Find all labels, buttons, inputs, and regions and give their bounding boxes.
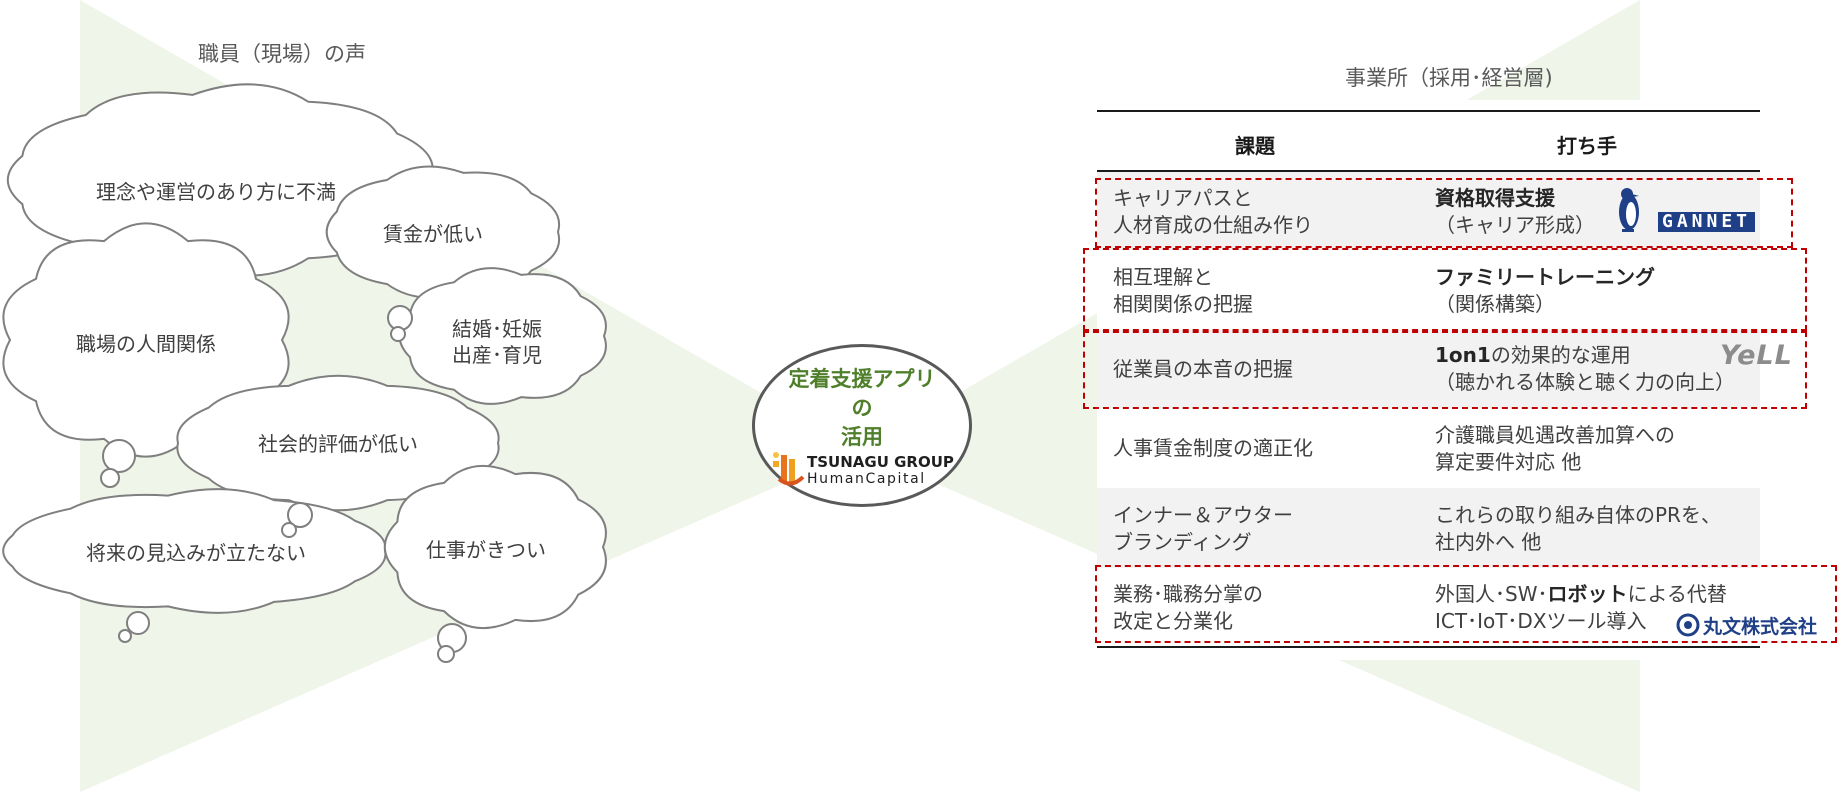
row-measure: 外国人･SW･ロボットによる代替 ICT･IoT･DXツール導入	[1435, 581, 1727, 635]
table-row: 人事賃金制度の適正化 介護職員処遇改善加算への 算定要件対応 他	[1097, 408, 1760, 488]
measure-bold: 資格取得支援	[1435, 186, 1555, 210]
app-hub-circle: 定着支援アプリ の 活用 TSUNAGU GROUP HumanCapital	[752, 344, 972, 507]
table-top-rule	[1097, 110, 1760, 112]
row-measure: ファミリートレーニング （関係構築）	[1435, 264, 1655, 318]
highlight-box-robot	[1095, 565, 1837, 643]
thought-bubble	[287, 502, 313, 528]
row-issue: 業務･職務分掌の 改定と分業化	[1113, 582, 1263, 633]
cloud-label-social-status: 社会的評価が低い	[258, 432, 418, 456]
measure-bold: 1on1	[1435, 343, 1491, 367]
thought-bubble	[437, 645, 455, 663]
row-issue: インナー＆アウター ブランディング	[1113, 503, 1293, 554]
row-issue: 従業員の本音の把握	[1113, 357, 1293, 381]
right-section-title: 事業所（採用･経営層)	[1345, 66, 1553, 90]
measure-part: 外国人･SW･	[1435, 582, 1548, 606]
marubun-mark-icon	[1676, 613, 1700, 637]
table-row: キャリアパスと 人材育成の仕組み作り 資格取得支援 （キャリア形成）	[1097, 172, 1760, 250]
row-measure: 資格取得支援 （キャリア形成）	[1435, 185, 1595, 239]
row-measure: これらの取り組み自体のPRを、 社内外へ 他	[1435, 503, 1721, 554]
header-issue: 課題	[1235, 134, 1275, 158]
measure-bold: ファミリートレーニング	[1435, 265, 1655, 289]
thought-bubble	[126, 611, 150, 635]
thought-bubble	[118, 629, 132, 643]
thought-bubble	[102, 439, 136, 473]
cloud-label-relationships: 職場の人間関係	[76, 332, 216, 356]
gannet-wordmark: GANNET	[1658, 212, 1756, 232]
cloud-label-future: 将来の見込みが立たない	[86, 541, 306, 565]
header-measure: 打ち手	[1557, 134, 1617, 158]
cloud-label-low-wage: 賃金が低い	[383, 222, 483, 246]
cloud-label-philosophy: 理念や運営のあり方に不満	[96, 180, 336, 204]
thought-cloud-hard-work	[383, 464, 607, 630]
row-measure: 介護職員処遇改善加算への 算定要件対応 他	[1435, 423, 1675, 474]
measure-rest-prefix: の効果的な運用	[1490, 343, 1631, 367]
highlight-box-career	[1095, 178, 1793, 248]
gannet-logo: GANNET	[1616, 186, 1786, 238]
logo-sub-text: HumanCapital	[807, 471, 926, 487]
cloud-label-hard-work: 仕事がきつい	[426, 538, 546, 562]
row-issue: 相互理解と 相関関係の把握	[1113, 265, 1253, 316]
yell-logo: YeLL	[1720, 340, 1793, 371]
measure-rest: （聴かれる体験と聴く力の向上）	[1435, 370, 1735, 394]
highlight-box-family-training	[1083, 248, 1807, 331]
table-row: 相互理解と 相関関係の把握 ファミリートレーニング （関係構築）	[1097, 250, 1760, 330]
thought-bubble	[281, 522, 297, 538]
cloud-label-life-events: 結婚･妊娠 出産･育児	[452, 317, 542, 367]
penguin-icon	[1619, 188, 1639, 232]
table-row: インナー＆アウター ブランディング これらの取り組み自体のPRを、 社内外へ 他	[1097, 488, 1760, 568]
logo-main-text: TSUNAGU GROUP	[807, 453, 954, 471]
table-row: 業務･職務分掌の 改定と分業化 外国人･SW･ロボットによる代替 ICT･IoT･…	[1097, 568, 1760, 646]
highlight-box-1on1	[1083, 331, 1807, 409]
measure-part: ICT･IoT･DXツール導入	[1435, 609, 1647, 633]
table-bottom-rule	[1097, 646, 1760, 648]
marubun-logo: 丸文株式会社	[1676, 612, 1840, 638]
measure-rest: （関係構築）	[1435, 292, 1555, 316]
thought-bubble	[390, 326, 406, 342]
header-rule	[1097, 170, 1760, 172]
row-measure: 1on1の効果的な運用 （聴かれる体験と聴く力の向上）	[1435, 342, 1735, 396]
marubun-wordmark: 丸文株式会社	[1703, 616, 1818, 638]
thought-bubble	[100, 468, 120, 488]
left-section-title: 職員（現場）の声	[198, 42, 366, 66]
tsunagu-logo: TSUNAGU GROUP HumanCapital	[769, 447, 959, 491]
hub-title: 定着支援アプリ の 活用	[788, 367, 936, 449]
tsunagu-mark-icon	[773, 452, 805, 486]
row-issue: キャリアパスと 人材育成の仕組み作り	[1113, 186, 1313, 237]
measure-bold: ロボット	[1547, 582, 1628, 606]
table-row: 従業員の本音の把握 1on1の効果的な運用 （聴かれる体験と聴く力の向上）	[1097, 330, 1760, 408]
row-issue: 人事賃金制度の適正化	[1113, 436, 1313, 460]
measure-part: による代替	[1627, 582, 1727, 606]
measure-rest: （キャリア形成）	[1435, 213, 1595, 237]
